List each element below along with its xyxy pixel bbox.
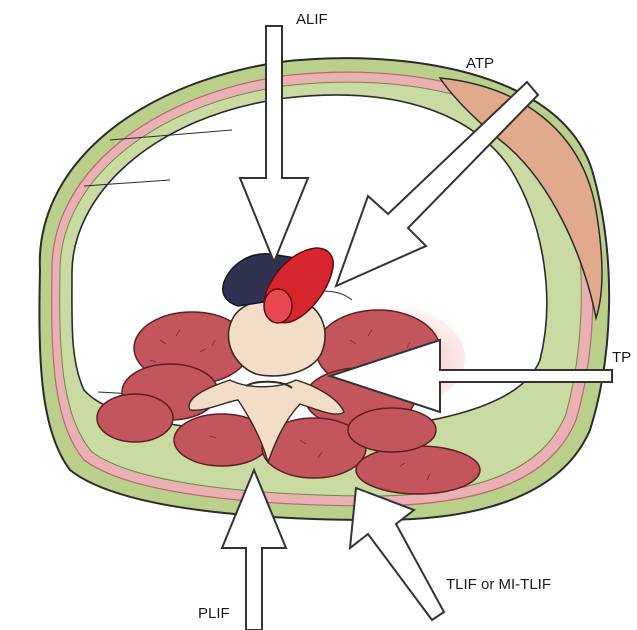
atp-label: ATP [466,55,494,72]
tlif-label: TLIF or MI-TLIF [446,576,551,593]
tp-label: TP [612,349,631,366]
right-quadratus-muscle [348,408,436,452]
plif-label: PLIF [198,605,230,622]
left-paraspinal-muscle [97,394,173,442]
alif-label: ALIF [296,11,328,28]
right-erector-muscle [356,446,480,494]
aorta-lumen [264,289,292,323]
